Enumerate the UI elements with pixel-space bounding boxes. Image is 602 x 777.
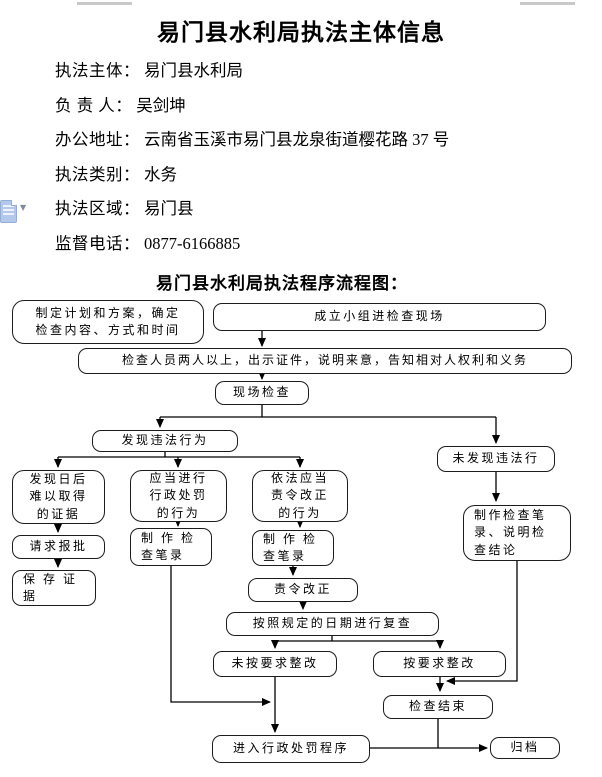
flow-node-order-correct: 责令改正	[248, 578, 358, 602]
flow-node-no-violation: 未发现违法行	[437, 446, 555, 472]
paste-options-widget[interactable]: ▼	[0, 198, 32, 226]
flow-node-evidence-hard: 发现日后 难以取得 的证据	[12, 470, 105, 524]
flow-node-check-end: 检查结束	[383, 695, 493, 719]
info-value: 易门县	[144, 199, 194, 219]
agency-info: 执法主体：易门县水利局 负 责 人：吴剑坤 办公地址：云南省玉溪市易门县龙泉街道…	[55, 54, 449, 262]
info-value: 易门县水利局	[144, 61, 243, 80]
chevron-down-icon[interactable]: ▼	[20, 203, 27, 212]
info-label: 执法类别：	[55, 164, 140, 184]
flow-node-plan: 制定计划和方案，确定 检查内容、方式和时间	[12, 300, 204, 344]
flow-node-inspectors: 检查人员两人以上，出示证件，说明来意，告知相对人权利和义务	[78, 348, 572, 374]
info-value: 水务	[144, 164, 177, 184]
flowchart-title: 易门县水利局执法程序流程图：	[156, 274, 408, 293]
info-label: 负 责 人：	[55, 95, 133, 115]
info-row-category: 执法类别：水务	[55, 158, 449, 193]
info-row-phone: 监督电话：0877-6166885	[55, 227, 449, 262]
flow-node-not-rectified: 未按要求整改	[213, 651, 337, 677]
flow-node-save-evidence: 保 存 证 据	[12, 570, 96, 606]
info-value: 0877-6166885	[144, 233, 241, 253]
flow-node-order-correct-behavior: 依法应当 责令改正 的行为	[252, 470, 348, 522]
flow-node-request-approval: 请求报批	[12, 535, 105, 559]
flow-node-rectified: 按要求整改	[373, 651, 506, 677]
info-row-person: 负 责 人：吴剑坤	[55, 89, 449, 124]
flow-node-recheck: 按照规定的日期进行复查	[226, 612, 439, 636]
info-row-region: 执法区域：易门县	[55, 192, 449, 227]
info-label: 办公地址：	[55, 130, 140, 150]
flow-node-record-conclusion: 制作检查笔 录、说明检 查结论	[463, 505, 571, 561]
info-label: 执法主体：	[55, 61, 140, 80]
flow-node-archive: 归档	[490, 737, 560, 759]
info-label: 监督电话：	[55, 233, 140, 253]
page-margin-mark	[520, 2, 575, 5]
info-value: 吴剑坤	[136, 95, 186, 115]
flow-node-record-notes-1: 制 作 检 查笔录	[130, 528, 212, 566]
page-title: 易门县水利局执法主体信息	[157, 20, 445, 45]
flow-node-record-notes-2: 制 作 检 查笔录	[252, 530, 334, 566]
page-margin-mark	[77, 2, 132, 5]
flow-node-penalty-procedure: 进入行政处罚程序	[212, 735, 370, 763]
flow-node-violation-found: 发现违法行为	[92, 430, 238, 452]
info-value: 云南省玉溪市易门县龙泉街道樱花路 37 号	[144, 130, 450, 150]
info-row-subject: 执法主体：易门县水利局	[55, 54, 449, 89]
info-row-address: 办公地址：云南省玉溪市易门县龙泉街道樱花路 37 号	[55, 123, 449, 158]
info-label: 执法区域：	[55, 199, 140, 219]
flow-node-setup-team: 成立小组进检查现场	[213, 303, 546, 331]
flow-node-punish-behavior: 应当进行 行政处罚 的行为	[130, 470, 227, 522]
clipboard-paste-icon[interactable]	[0, 200, 17, 223]
flow-node-onsite-check: 现场检查	[215, 381, 309, 405]
